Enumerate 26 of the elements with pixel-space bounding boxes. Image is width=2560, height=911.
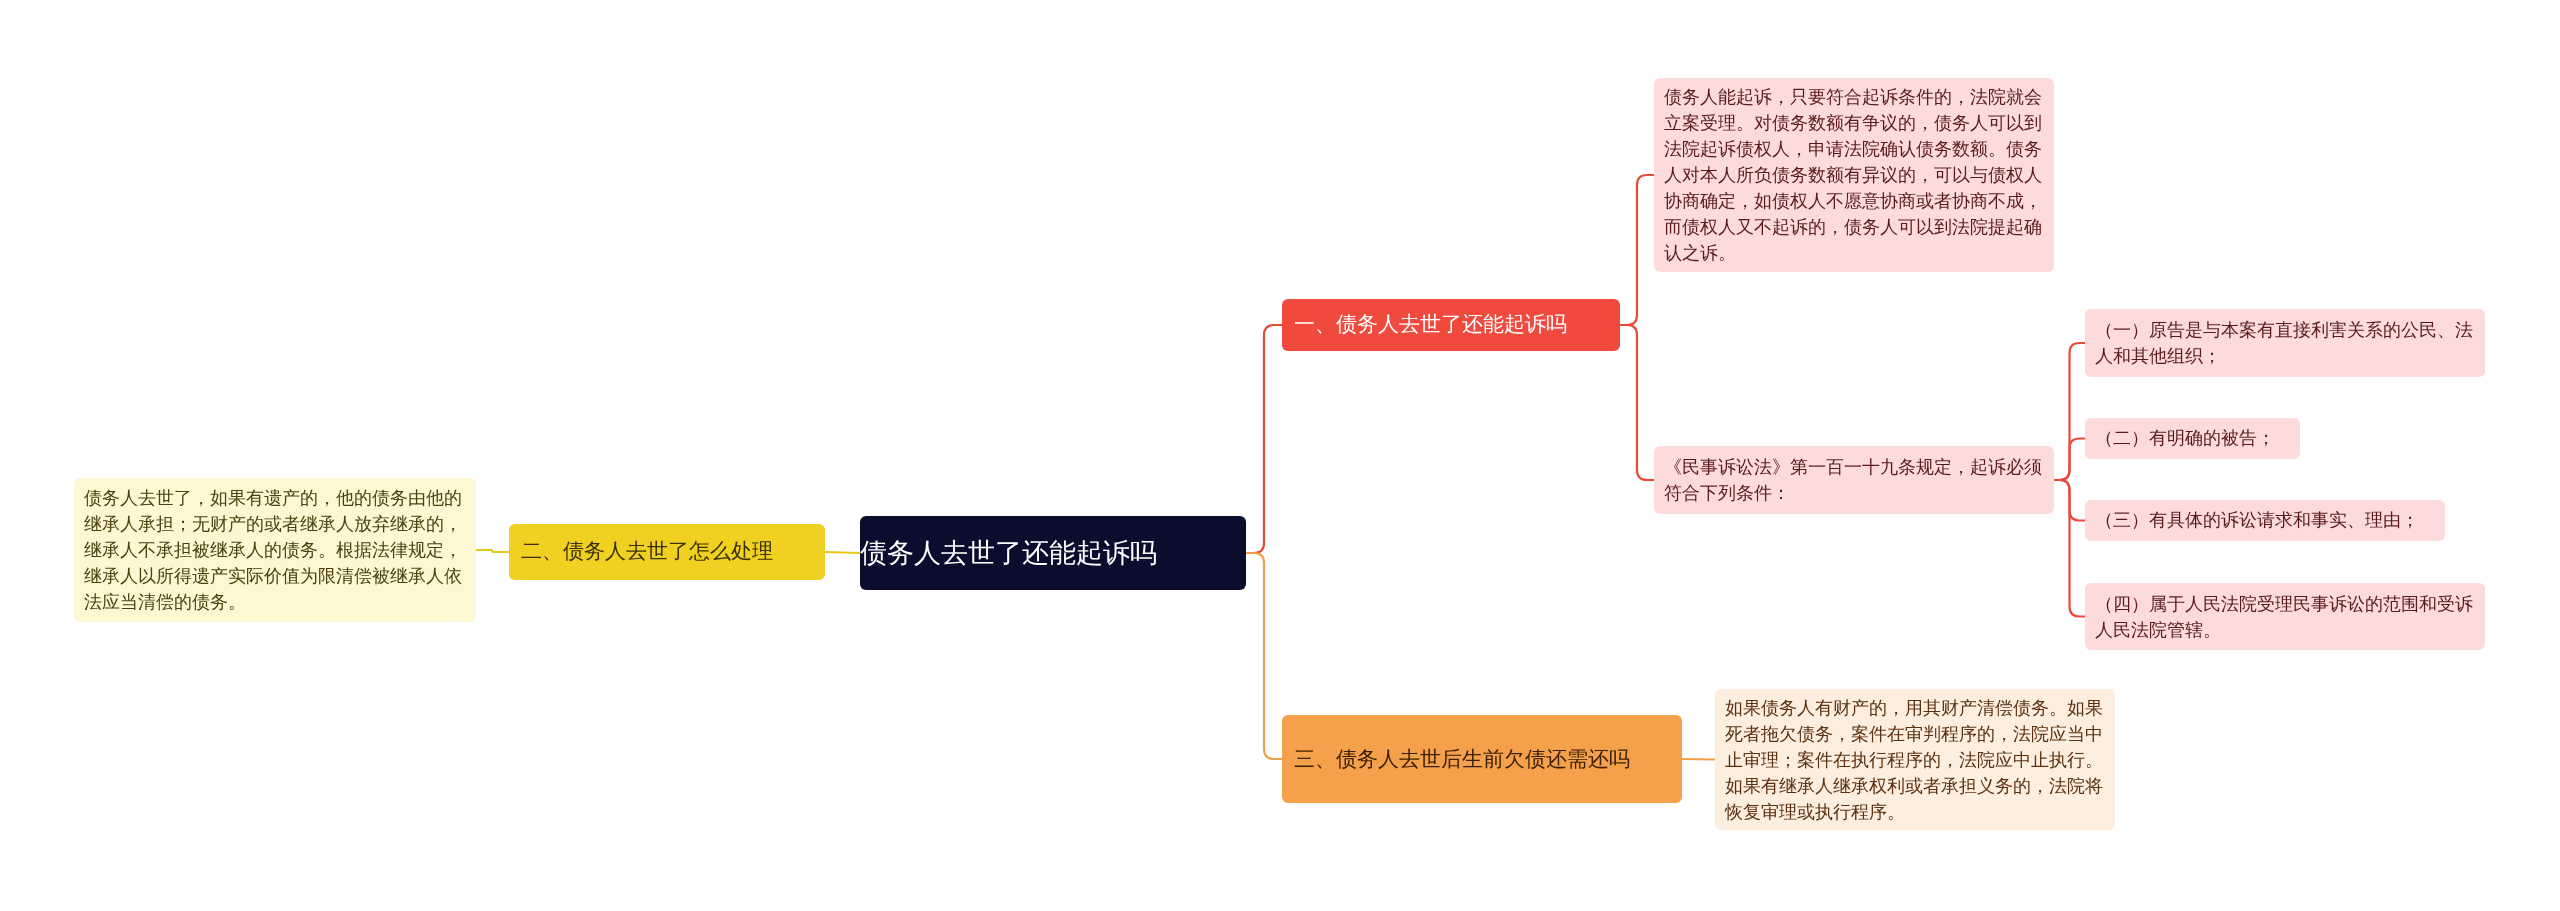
condition-box: [2085, 418, 2300, 459]
branch-topic: [509, 524, 825, 580]
node-text: 债务人去世了，如果有遗产的，他的债务由他的继承人承担；无财产的或者继承人放弃继承的，继承人不承担被继承人的债务。根据法律规定，继承人以所得遗产实际价值为限清偿被继承人依法应当清偿的债务。: [84, 487, 463, 614]
condition-box: [2085, 309, 2485, 377]
node-text: （三）有具体的诉讼请求和事实、理由；: [2095, 509, 2420, 533]
condition-box: [2085, 500, 2445, 541]
connector-line: [476, 548, 509, 554]
condition-box: [2085, 583, 2485, 650]
connector-line: [1246, 551, 1282, 761]
node-text: 债务人去世了还能起诉吗: [860, 535, 1158, 570]
subtopic-box: [1654, 446, 2054, 514]
node-text: 二、债务人去世了怎么处理: [521, 538, 774, 566]
node-text: 《民事诉讼法》第一百一十九条规定，起诉必须符合下列条件：: [1664, 456, 2043, 505]
root-topic: [860, 516, 1246, 590]
note-box: [74, 478, 476, 622]
node-text: （二）有明确的被告；: [2095, 427, 2276, 451]
node-text: 三、债务人去世后生前欠债还需还吗: [1294, 746, 1631, 773]
node-text: （一）原告是与本案有直接利害关系的公民、法人和其他组织；: [2095, 319, 2474, 368]
node-text: （四）属于人民法院受理民事诉讼的范围和受诉人民法院管辖。: [2095, 592, 2474, 642]
connector-line: [824, 550, 861, 555]
branch-topic: [1282, 715, 1682, 803]
connector-line: [1682, 757, 1715, 761]
node-text: 如果债务人有财产的，用其财产清偿债务。如果死者拖欠债务，案件在审判程序的，法院应当中止审理；案件在执行程序的，法院应中止执行。如果有继承人继承权利或者承担义务的，法院将恢复审理或执行程序。: [1725, 696, 2104, 824]
node-text: 一、债务人去世了还能起诉吗: [1294, 311, 1568, 339]
branch-topic: [1282, 299, 1620, 351]
node-text: 债务人能起诉，只要符合起诉条件的，法院就会立案受理。对债务数额有争议的，债务人可以到法院起诉债权人，申请法院确认债务数额。债务人对本人所负债务数额有异议的，可以与债权人协商确定，如债权人不愿意协商或者协商不成，而债权人又不起诉的，债务人可以到法院提起确认之诉。: [1664, 86, 2043, 265]
